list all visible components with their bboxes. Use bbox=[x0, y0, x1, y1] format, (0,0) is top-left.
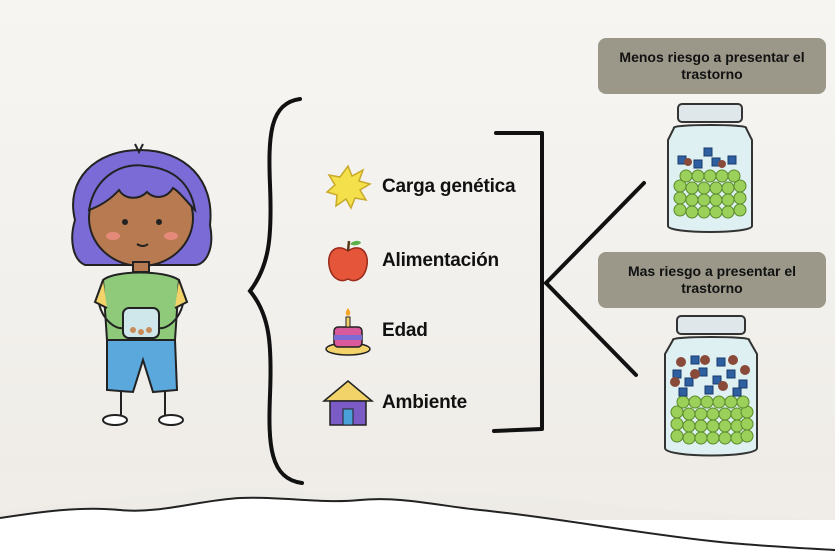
factor-genetic-load: Carga genética bbox=[318, 160, 516, 214]
house-icon bbox=[318, 376, 378, 430]
factor-label: Alimentación bbox=[382, 250, 499, 271]
birthday-cake-icon bbox=[318, 304, 378, 358]
sun-icon bbox=[318, 160, 378, 214]
left-curly-brace bbox=[247, 97, 304, 485]
high-risk-label-box: Mas riesgo a presentar el trastorno bbox=[598, 252, 826, 308]
factor-age: Edad bbox=[318, 304, 428, 358]
torn-paper-edge bbox=[0, 470, 835, 559]
factor-label: Ambiente bbox=[382, 392, 467, 413]
factor-environment: Ambiente bbox=[318, 376, 467, 430]
girl-holding-jar-illustration bbox=[71, 143, 213, 426]
apple-icon bbox=[318, 234, 378, 288]
low-risk-jar-illustration bbox=[667, 103, 753, 233]
high-risk-jar-illustration bbox=[664, 315, 758, 457]
outcome-branch-lines bbox=[544, 181, 646, 377]
high-risk-label: Mas riesgo a presentar el trastorno bbox=[627, 263, 797, 296]
factor-label: Edad bbox=[382, 320, 428, 341]
factor-nutrition: Alimentación bbox=[318, 234, 499, 288]
right-bracket bbox=[492, 131, 544, 433]
factor-label: Carga genética bbox=[382, 176, 516, 197]
low-risk-label: Menos riesgo a presentar el trastorno bbox=[619, 49, 805, 82]
low-risk-label-box: Menos riesgo a presentar el trastorno bbox=[598, 38, 826, 94]
